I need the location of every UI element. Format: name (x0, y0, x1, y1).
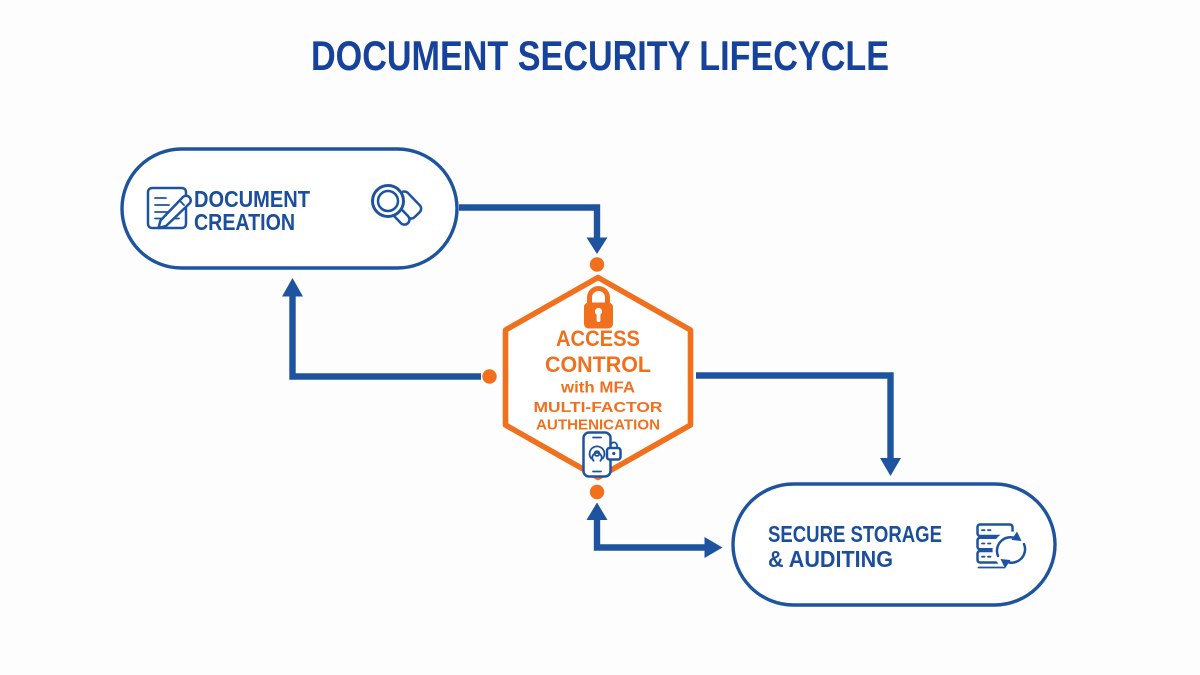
arrow-doc-to-access (459, 204, 608, 272)
arrow-access-to-doc (282, 278, 497, 384)
server-sync-icon (976, 523, 1030, 569)
document-creation-label-line2: CREATION (194, 209, 295, 235)
document-edit-icon (146, 186, 192, 230)
padlock-icon (584, 286, 613, 329)
node-secure-storage: SECURE STORAGE & AUDITING (731, 482, 1057, 607)
phone-fingerprint-icon (582, 431, 622, 478)
arrow-access-to-storage (696, 372, 901, 476)
connector-dot-top (589, 257, 605, 272)
secure-storage-label-line2: & AUDITING (768, 546, 893, 572)
access-control-title-line1: ACCESS (556, 326, 640, 351)
secure-storage-shape (731, 482, 1057, 607)
document-creation-label-line1: DOCUMENT (194, 186, 310, 212)
access-control-title-line2: CONTROL (545, 352, 651, 377)
connector-dot-bottom (589, 484, 605, 500)
node-access-control: ACCESS CONTROL with MFA MULTI-FACTOR AUT… (502, 274, 694, 481)
connector-dot-left (482, 369, 497, 384)
arrow-storage-to-access (586, 484, 723, 558)
secure-storage-label-line1: SECURE STORAGE (768, 521, 942, 547)
page-title: DOCUMENT SECURITY LIFECYCLE (311, 32, 889, 79)
node-document-creation: DOCUMENT CREATION (120, 147, 459, 270)
access-control-detail-line1: MULTI-FACTOR (534, 399, 663, 416)
access-control-detail-line2: AUTHENICATION (536, 417, 660, 434)
document-creation-shape (120, 147, 459, 270)
magnifier-icon (371, 184, 423, 226)
access-control-subtitle: with MFA (560, 380, 636, 397)
